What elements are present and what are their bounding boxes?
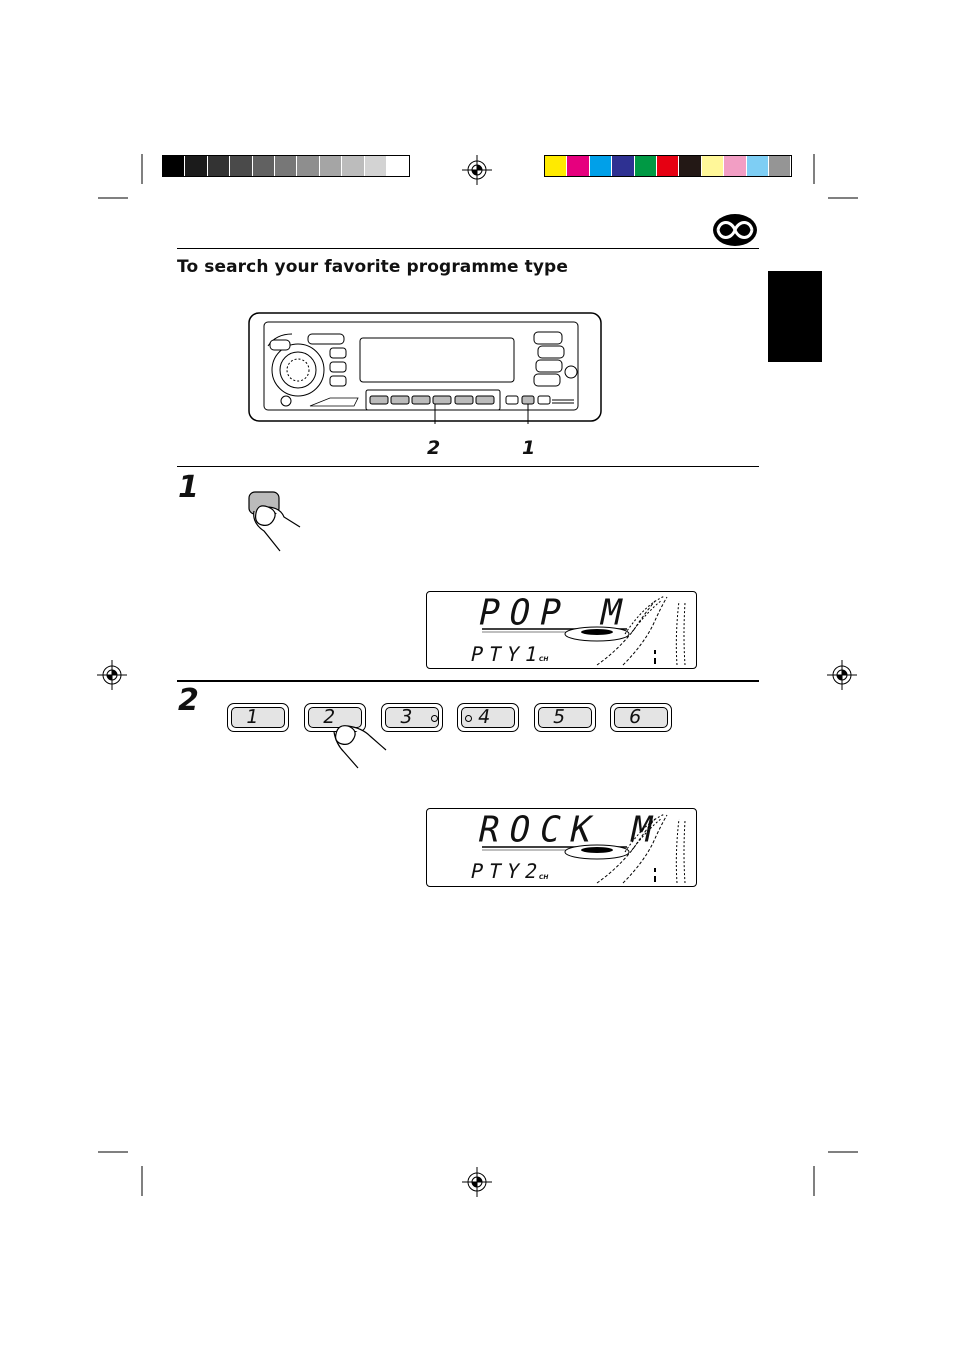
lcd-display-pty1: POP M PTY1 CH	[426, 591, 697, 669]
step2-rule	[177, 680, 759, 682]
calibration-patch	[386, 156, 410, 176]
calibration-patch	[274, 156, 298, 176]
step1-number: 1	[178, 470, 199, 505]
callout-pty-button: 1	[522, 437, 536, 459]
display-ch-indicator: CH	[539, 656, 549, 663]
finger-pressing-preset-icon	[333, 725, 387, 769]
finger-pressing-pty-button-icon[interactable]	[240, 489, 310, 555]
step1-rule	[177, 466, 759, 467]
display-ch-indicator: CH	[539, 874, 549, 881]
crosshair-icon	[97, 660, 127, 690]
grayscale-calibration-bar	[162, 155, 411, 177]
calibration-patch	[612, 156, 635, 176]
calibration-patch	[342, 156, 365, 176]
calibration-patch	[207, 156, 231, 176]
calibration-patch	[252, 156, 275, 176]
calibration-patch	[297, 156, 320, 176]
calibration-patch	[701, 156, 725, 176]
header-rule	[177, 248, 759, 249]
step2-number: 2	[178, 683, 199, 718]
calibration-patch	[634, 156, 657, 176]
preset-button-1[interactable]: 1	[227, 703, 289, 732]
calibration-patch	[656, 156, 680, 176]
disc-logo-icon	[713, 214, 757, 246]
calibration-patch	[768, 156, 792, 176]
indicator-dot-icon	[431, 715, 438, 722]
calibration-patch	[545, 156, 568, 176]
preset-button-6[interactable]: 6	[610, 703, 672, 732]
calibration-patch	[230, 156, 253, 176]
section-heading: To search your favorite programme type	[177, 257, 568, 277]
calibration-patch	[319, 156, 343, 176]
calibration-patch	[163, 156, 186, 176]
preset-button-3[interactable]: 3	[381, 703, 443, 732]
calibration-patch	[364, 156, 387, 176]
preset-button-2[interactable]: 2	[304, 703, 366, 732]
preset-button-5[interactable]: 5	[534, 703, 596, 732]
language-tab	[768, 271, 822, 362]
crosshair-icon	[462, 155, 492, 185]
calibration-patch	[724, 156, 747, 176]
calibration-patch	[185, 156, 208, 176]
lcd-road-graphic	[482, 813, 686, 884]
indicator-dot-icon	[465, 715, 472, 722]
lcd-road-graphic	[482, 595, 686, 666]
calibration-patch	[679, 156, 702, 176]
calibration-patch	[746, 156, 769, 176]
color-calibration-bar	[544, 155, 793, 177]
lcd-display-pty2: ROCK M PTY2 CH	[426, 808, 697, 887]
calibration-patch	[589, 156, 613, 176]
callout-preset-buttons: 2	[427, 437, 441, 459]
car-radio-faceplate	[248, 312, 602, 424]
preset-button-4[interactable]: 4	[457, 703, 519, 732]
calibration-patch	[567, 156, 590, 176]
crosshair-icon	[462, 1167, 492, 1197]
crosshair-icon	[827, 660, 857, 690]
